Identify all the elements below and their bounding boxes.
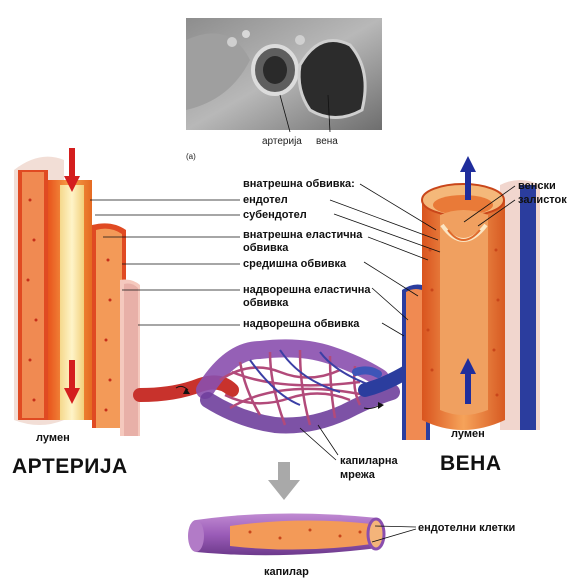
photo-label-artery: артерија <box>262 136 302 147</box>
label-endothelial-cells: ендотелни клетки <box>418 522 516 534</box>
title-vein: ВЕНА <box>440 452 502 475</box>
label-lumen-artery: лумен <box>36 432 70 444</box>
label-external-elastic-2: обвивка <box>243 297 289 309</box>
artery-illustration <box>14 148 140 436</box>
label-venous-valve-2: залисток <box>518 194 567 206</box>
label-venous-valve: венски <box>518 180 556 192</box>
vein-illustration <box>402 156 540 440</box>
photo-label-vein: вена <box>316 136 338 147</box>
capillary-illustration <box>188 513 417 556</box>
capillary-network-illustration <box>196 339 400 461</box>
label-internal-elastic: внатрешна еластична <box>243 229 363 241</box>
label-outer-tunic: надворешна обвивка <box>243 318 360 330</box>
photo-panel-tag: (a) <box>186 152 196 161</box>
label-external-elastic: надворешна еластична <box>243 284 371 296</box>
micrograph <box>186 18 382 133</box>
label-inner-tunic: внатрешна обвивка: <box>243 178 355 190</box>
label-middle-tunic: средишна обвивка <box>243 258 347 270</box>
label-capillary: капилар <box>264 566 309 578</box>
leader-lines <box>90 183 516 337</box>
label-internal-elastic-2: обвивка <box>243 242 289 254</box>
label-subendothelium: субендотел <box>243 209 307 221</box>
label-capillary-network: капиларна <box>340 455 398 467</box>
label-endothelium: ендотел <box>243 194 288 206</box>
title-artery: АРТЕРИЈА <box>12 455 128 478</box>
label-capillary-network-2: мрежа <box>340 469 375 481</box>
label-lumen-vein: лумен <box>451 428 485 440</box>
